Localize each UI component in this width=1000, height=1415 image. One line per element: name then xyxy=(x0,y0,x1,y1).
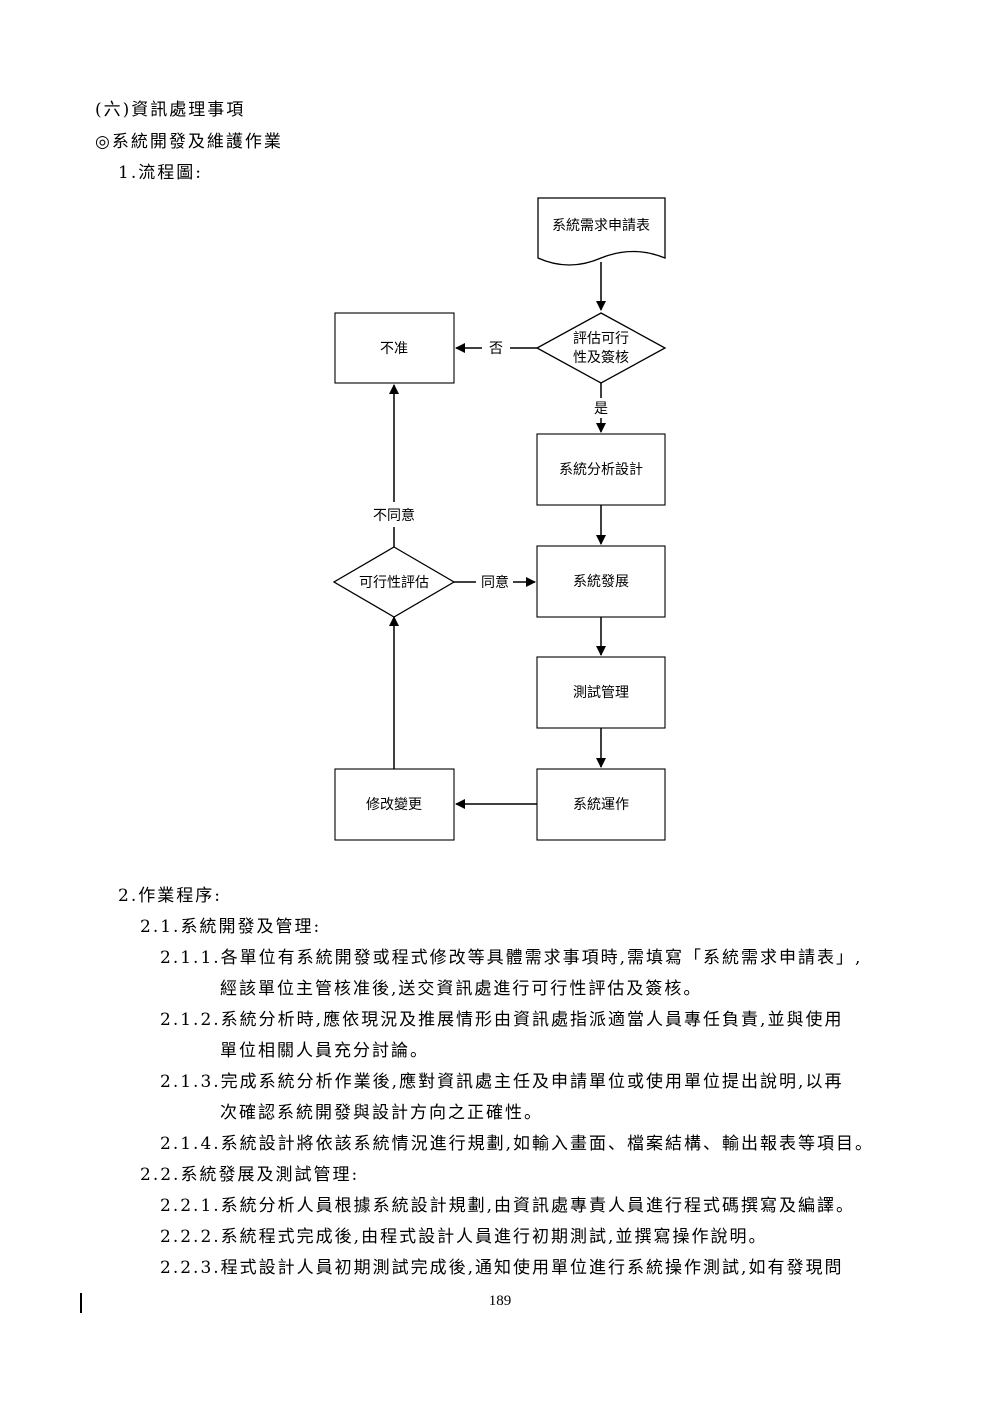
procedure-title: 2.作業程序: xyxy=(118,886,222,906)
reject-box xyxy=(334,312,455,384)
section-heading: (六)資訊處理事項 xyxy=(95,100,246,120)
feasibility-signoff-diamond xyxy=(535,312,667,384)
item-2-1-4: 2.1.4.系統設計將依該系統情況進行規劃,如輸入畫面、檔案結構、輸出報表等項目… xyxy=(160,1134,875,1154)
test-box xyxy=(536,656,666,729)
reject-label: 不准 xyxy=(380,341,408,357)
operate-box xyxy=(536,768,666,841)
flowchart: 系統需求申請表 評估可行 性及簽核 否 不准 是 系統分析設計 系統發展 測試管… xyxy=(332,197,667,841)
flowchart-title: 1.流程圖: xyxy=(118,163,203,183)
section-2-1: 2.1.系統開發及管理: xyxy=(140,917,322,937)
operate-label: 系統運作 xyxy=(573,797,629,813)
request-form-label: 系統需求申請表 xyxy=(552,218,650,234)
subsection-heading: ◎系統開發及維護作業 xyxy=(95,132,283,152)
develop-box xyxy=(536,545,666,618)
decision1-line2: 性及簽核 xyxy=(573,349,629,366)
analysis-label: 系統分析設計 xyxy=(559,462,643,478)
revision-bar xyxy=(80,1293,82,1313)
item-2-2-2: 2.2.2.系統程式完成後,由程式設計人員進行初期測試,並撰寫操作說明。 xyxy=(160,1227,768,1247)
disagree-label: 不同意 xyxy=(373,507,415,524)
test-label: 測試管理 xyxy=(573,685,629,701)
feasibility-diamond xyxy=(332,546,456,618)
item-2-1-2-line2: 單位相關人員充分討論。 xyxy=(220,1041,429,1061)
item-2-1-3-line2: 次確認系統開發與設計方向之正確性。 xyxy=(220,1103,543,1123)
modify-label: 修改變更 xyxy=(366,797,422,813)
develop-label: 系統發展 xyxy=(573,574,629,590)
no-label: 否 xyxy=(489,341,503,357)
request-form-shape xyxy=(537,197,666,266)
item-2-2-1: 2.2.1.系統分析人員根據系統設計規劃,由資訊處專責人員進行程式碼撰寫及編譯。 xyxy=(160,1196,856,1216)
decision2-label: 可行性評估 xyxy=(359,575,429,591)
item-2-1-2-line1: 2.1.2.系統分析時,應依現況及推展情形由資訊處指派適當人員專任負責,並與使用 xyxy=(160,1010,844,1030)
item-2-2-3: 2.2.3.程式設計人員初期測試完成後,通知使用單位進行系統操作測試,如有發現問 xyxy=(160,1258,844,1278)
item-2-1-1-line1: 2.1.1.各單位有系統開發或程式修改等具體需求事項時,需填寫「系統需求申請表」… xyxy=(160,948,863,968)
page-number: 189 xyxy=(488,1293,512,1309)
item-2-1-1-line2: 經該單位主管核准後,送交資訊處進行可行性評估及簽核。 xyxy=(220,979,703,999)
modify-box xyxy=(334,768,455,841)
yes-label: 是 xyxy=(594,401,608,417)
agree-label: 同意 xyxy=(481,574,509,591)
section-2-2: 2.2.系統發展及測試管理: xyxy=(140,1165,360,1185)
decision1-line1: 評估可行 xyxy=(573,331,629,347)
analysis-box xyxy=(536,433,666,506)
item-2-1-3-line1: 2.1.3.完成系統分析作業後,應對資訊處主任及申請單位或使用單位提出說明,以再 xyxy=(160,1072,844,1092)
